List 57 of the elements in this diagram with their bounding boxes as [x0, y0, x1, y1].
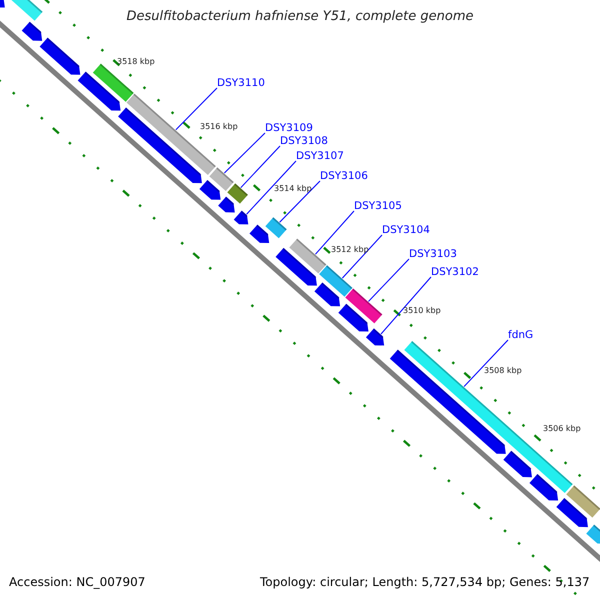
gene-block: [234, 210, 248, 224]
footer-text: Accession: NC_007907: [9, 575, 146, 589]
gene-block: [40, 38, 80, 75]
gene-block: [390, 350, 506, 454]
gene-block: [199, 180, 221, 200]
gene-bar: [10, 0, 43, 21]
gene-block: [586, 524, 600, 544]
leader-line: [464, 340, 508, 388]
gene-label: DSY3104: [382, 224, 430, 236]
gene-block: [314, 282, 340, 306]
scale-label: 3516 kbp: [200, 122, 238, 131]
leader-line: [314, 210, 354, 255]
scale-label: 3510 kbp: [403, 306, 441, 315]
gene-block: [276, 248, 317, 286]
gene-bar: [92, 64, 134, 102]
gene-block: [0, 0, 5, 8]
gene-block: [249, 224, 270, 244]
gene-bar: [345, 288, 382, 324]
leader-line: [246, 160, 296, 215]
scale-label: 3514 kbp: [274, 184, 312, 193]
gene-bar: [566, 485, 600, 518]
gene-label: DSY3110: [217, 77, 265, 89]
gene-label: DSY3109: [265, 122, 313, 134]
leader-line: [240, 146, 280, 188]
gene-block: [78, 72, 121, 111]
scale-label: 3512 kbp: [331, 245, 369, 254]
leader-line: [279, 180, 320, 223]
scale-label: 3508 kbp: [484, 366, 522, 375]
leader-line: [368, 258, 410, 302]
gene-label: DSY3108: [280, 135, 328, 147]
gene-label: DSY3102: [431, 266, 479, 278]
gene-label: fdnG: [508, 329, 534, 341]
gene-bar: [319, 265, 352, 297]
gene-bar: [209, 167, 234, 191]
scale-label: 3506 kbp: [543, 424, 581, 433]
leader-line: [175, 88, 218, 130]
gene-block: [366, 328, 384, 346]
gene-block: [503, 450, 532, 478]
gene-label: DSY3107: [296, 150, 344, 162]
gene-block: [22, 22, 42, 41]
leader-line: [224, 132, 266, 174]
gene-label: DSY3106: [320, 170, 368, 182]
map-title: Desulfitobacterium hafniense Y51, complete genome: [125, 9, 474, 24]
gene-block: [556, 498, 588, 528]
gene-block: [218, 196, 235, 212]
gene-block: [338, 304, 368, 332]
gene-bar: [227, 183, 248, 204]
gene-bar: [289, 238, 326, 274]
gene-label: DSY3105: [354, 200, 402, 212]
scale-label: 3518 kbp: [117, 57, 155, 66]
leader-line: [380, 276, 432, 334]
gene-block: [118, 108, 202, 184]
footer-text: Topology: circular; Length: 5,727,534 bp; Genes: 5,137: [260, 575, 590, 589]
leader-line: [342, 234, 382, 279]
gene-bar: [265, 217, 287, 238]
gene-block: [529, 474, 558, 500]
gene-label: DSY3103: [409, 248, 457, 260]
